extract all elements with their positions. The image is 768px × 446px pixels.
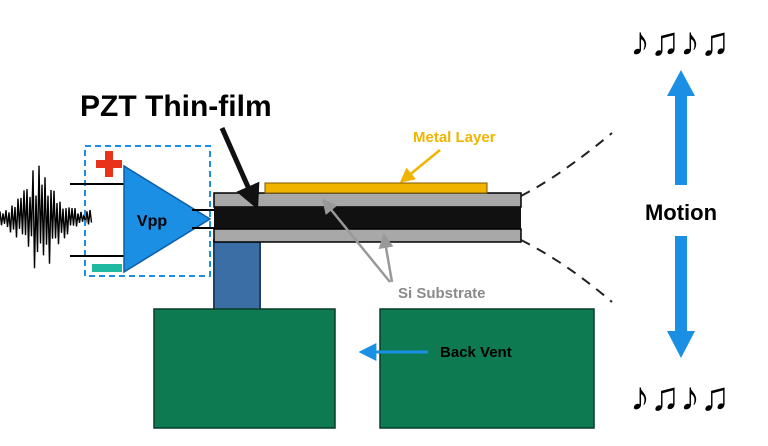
motion-label: Motion <box>645 200 717 225</box>
double-arrow-icon <box>667 70 695 358</box>
amplifier-triangle-icon <box>123 164 212 274</box>
pzt-label: PZT Thin-film <box>80 90 272 123</box>
pzt-layer <box>214 207 521 229</box>
pzt-arrow <box>219 126 260 210</box>
si-substrate-top <box>213 192 522 208</box>
support-post <box>213 239 261 311</box>
si-substrate-label: Si Substrate <box>398 285 486 302</box>
sound-wave-icon <box>0 165 93 269</box>
metal-layer <box>264 182 488 194</box>
si-substrate-bottom <box>213 228 522 243</box>
deflection-curve-down <box>520 239 613 303</box>
metal-layer-arrow <box>399 149 441 183</box>
minus-icon <box>92 264 122 272</box>
music-notes-icon: ♪♫♪♫ <box>630 20 730 64</box>
base-block-right <box>379 308 595 429</box>
back-vent-label: Back Vent <box>440 344 512 361</box>
amp-label: Vpp <box>137 213 167 230</box>
music-notes-icon: ♪♫♪♫ <box>630 375 730 419</box>
metal-layer-label: Metal Layer <box>413 129 496 146</box>
si-arrow-left <box>322 198 391 283</box>
base-block-left <box>153 308 336 429</box>
si-arrow-right <box>378 233 394 283</box>
deflection-curve-up <box>520 132 613 197</box>
plus-icon <box>96 151 122 177</box>
